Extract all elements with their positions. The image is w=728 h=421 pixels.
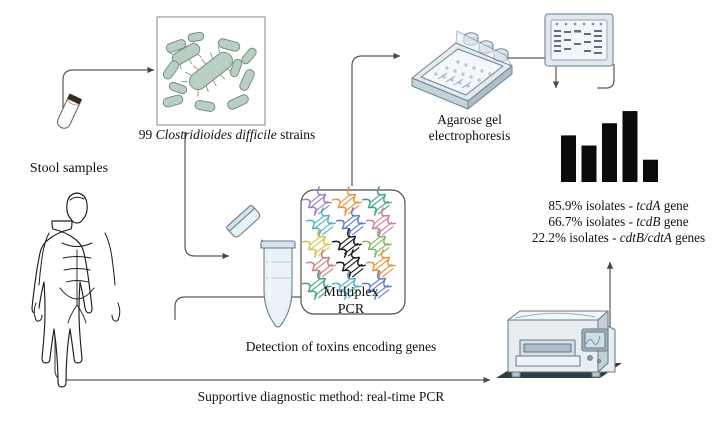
result-middle: isolates - (582, 214, 637, 230)
dna-helix-icon (361, 228, 392, 259)
dna-helix-icon (331, 186, 362, 217)
result-line: 66.7% isolates - tcdB gene (512, 214, 725, 230)
detection-label: Detection of toxins encoding genes (245, 339, 437, 354)
supportive-method-label: Supportive diagnostic method: real-time … (197, 389, 445, 404)
strains-label: 99 Clostridioides difficile strains (112, 127, 342, 143)
dna-helix-icon (361, 186, 392, 217)
agarose-line-2: electrophoresis (428, 128, 511, 144)
result-percent: 66.7% (548, 214, 583, 230)
result-line: 85.9% isolates - tcdA gene (512, 198, 725, 214)
line-gelimage-to-chart (597, 72, 615, 89)
chart-bar (581, 145, 597, 182)
result-middle: isolates - (565, 230, 620, 246)
result-middle: isolates - (582, 198, 637, 213)
strains-count: 99 (138, 127, 153, 142)
result-line: 22.2% isolates - cdtB/cdtA genes (512, 230, 725, 246)
result-percent: 85.9% (548, 198, 583, 213)
strains-suffix: strains (280, 127, 316, 142)
dna-helix-grid (301, 186, 396, 301)
arrow-stool-to-strains (62, 66, 155, 122)
dna-helix-icon (305, 207, 336, 238)
dna-helix-icon (301, 270, 332, 301)
chart-bar (643, 159, 658, 182)
dna-helix-icon (331, 270, 362, 301)
result-suffix: gene (660, 214, 689, 230)
result-gene: tcdA (636, 198, 661, 213)
result-suffix: genes (671, 230, 706, 246)
agarose-gel-label: Agarose gel electrophoresis (401, 112, 538, 145)
multiplex-line-1: Multiplex (323, 285, 379, 300)
stool-samples-label: Stool samples (29, 161, 109, 176)
chart-bar (622, 111, 638, 182)
strains-species: Clostridioides difficile (155, 127, 277, 142)
result-suffix: gene (660, 198, 689, 213)
dna-helix-icon (361, 270, 392, 301)
arrow-strains-to-tube (184, 132, 230, 260)
arrow-pcr-to-gel (351, 52, 401, 186)
result-gene: tcdB (636, 214, 661, 230)
dna-helix-icon (365, 249, 396, 280)
dna-helix-icon (301, 186, 332, 217)
multiplex-pcr-label: Multiplex PCR (308, 284, 394, 318)
chart-bar (561, 135, 576, 182)
chart-bars (561, 111, 658, 182)
multiplex-line-2: PCR (337, 302, 365, 318)
line-detection-branch (174, 296, 336, 308)
result-percent: 22.2% (531, 230, 566, 246)
chart-bar (602, 123, 617, 182)
agarose-line-1: Agarose gel (437, 112, 502, 127)
dna-helix-icon (301, 228, 332, 259)
dna-helix-icon (331, 228, 362, 259)
result-gene: cdtB/cdtA (619, 230, 672, 246)
bacteria-cells (162, 31, 257, 112)
